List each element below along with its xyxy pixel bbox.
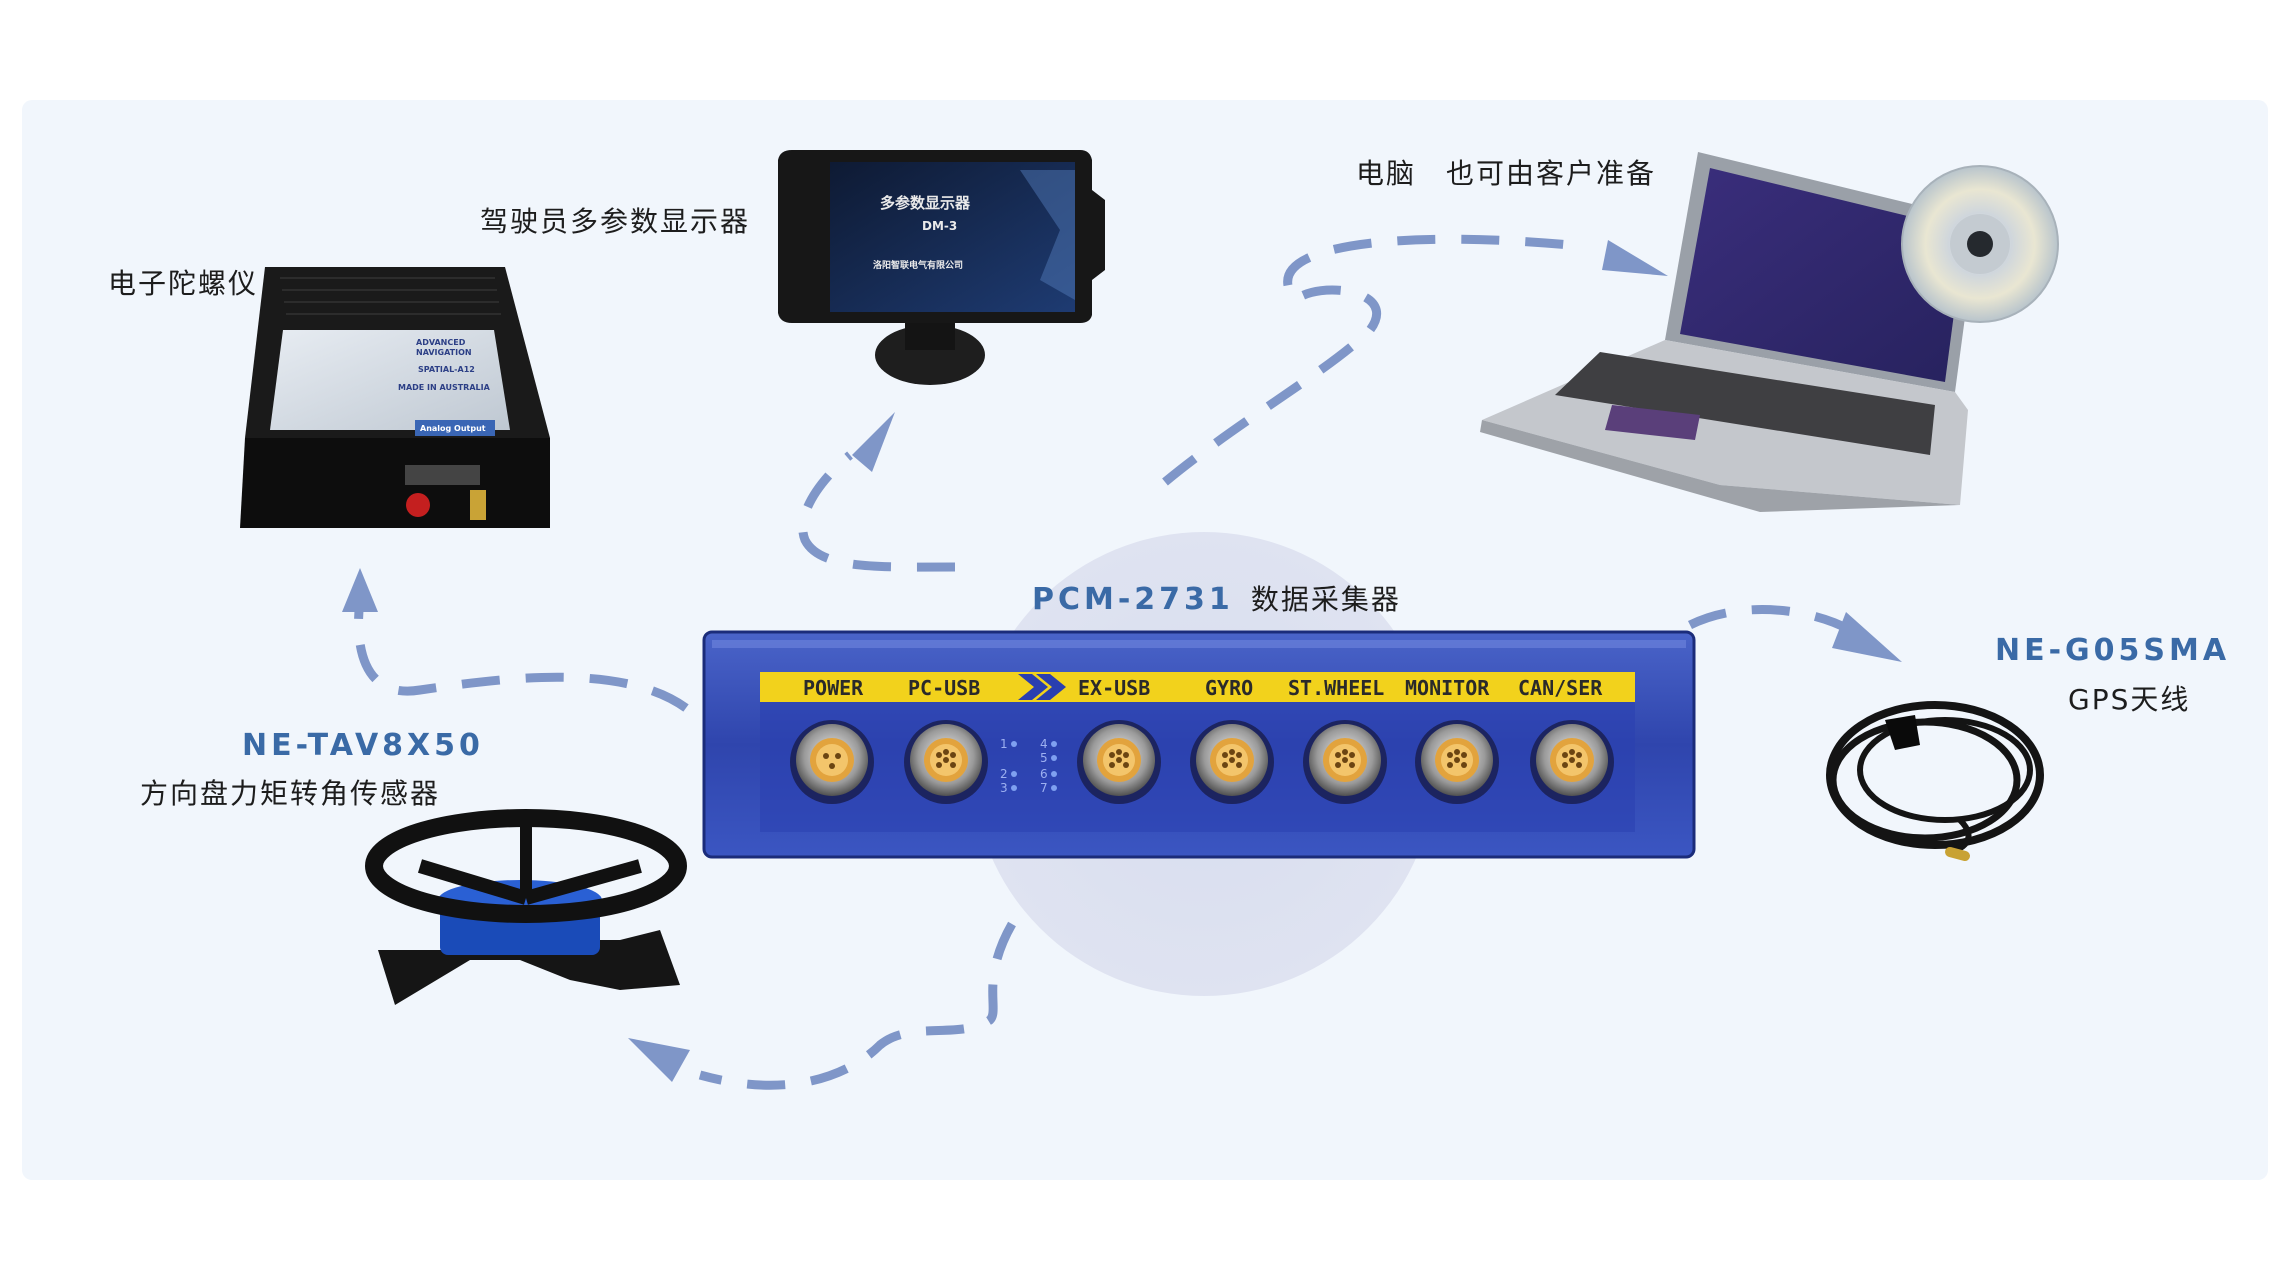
arrow-to-display bbox=[1162, 234, 1581, 486]
gps-antenna-device bbox=[1826, 701, 2044, 861]
arrow-heads bbox=[342, 240, 1902, 1082]
led-dot-2 bbox=[1011, 771, 1017, 777]
led-dot-4 bbox=[1051, 741, 1057, 747]
chevron-icon bbox=[1018, 674, 1066, 700]
led-number-4: 4 bbox=[1040, 737, 1048, 751]
connector-7 bbox=[1530, 720, 1614, 804]
led-dot-5 bbox=[1051, 755, 1057, 761]
driver-display-device bbox=[778, 150, 1105, 385]
led-number-1: 1 bbox=[1000, 737, 1008, 751]
led-dot-1 bbox=[1011, 741, 1017, 747]
center-device-model: PCM-2731 bbox=[1032, 582, 1234, 617]
laptop-device bbox=[1480, 152, 1978, 512]
gyro-brand-line2: NAVIGATION bbox=[416, 348, 472, 357]
led-number-3: 3 bbox=[1000, 781, 1008, 795]
arrow-to-steering bbox=[698, 921, 1016, 1090]
center-device-name: 数据采集器 bbox=[1250, 583, 1401, 616]
connector-6 bbox=[1415, 720, 1499, 804]
cd-disc bbox=[1901, 165, 2059, 323]
connector-4 bbox=[1190, 720, 1274, 804]
steering-model: NE-TAV8X50 bbox=[242, 728, 484, 763]
arrow-to-gyro-line bbox=[354, 599, 689, 712]
screen-title: 多参数显示器 bbox=[880, 194, 971, 212]
connectors bbox=[790, 720, 1614, 804]
screen-footer: 洛阳智联电气有限公司 bbox=[873, 259, 963, 271]
arrow-to-display-lower bbox=[798, 451, 956, 572]
port-label-st-wheel: ST.WHEEL bbox=[1288, 676, 1384, 700]
led-number-6: 6 bbox=[1040, 767, 1048, 781]
arrowhead-display bbox=[852, 412, 895, 472]
port-label-pc-usb: PC-USB bbox=[908, 676, 980, 700]
port-label-monitor: MONITOR bbox=[1405, 676, 1490, 700]
arrowhead-steering bbox=[628, 1038, 690, 1082]
led-number-7: 7 bbox=[1040, 781, 1048, 795]
screen-model: DM-3 bbox=[922, 219, 957, 233]
display-label: 驾驶员多参数显示器 bbox=[480, 205, 751, 238]
led-numbers: 1 23 45 67 bbox=[1000, 737, 1057, 795]
gyro-origin: MADE IN AUSTRALIA bbox=[398, 383, 491, 392]
arrowhead-computer bbox=[1602, 240, 1668, 276]
port-label-gyro: GYRO bbox=[1205, 676, 1253, 700]
connection-arrows bbox=[354, 234, 1853, 1090]
arrowhead-gyro bbox=[342, 568, 378, 612]
led-dot-7 bbox=[1051, 785, 1057, 791]
led-number-5: 5 bbox=[1040, 751, 1048, 765]
gps-model: NE-G05SMA bbox=[1995, 633, 2231, 668]
led-dot-6 bbox=[1051, 771, 1057, 777]
gyro-output-label: Analog Output bbox=[420, 424, 486, 433]
pcm-2731-device: POWER PC-USB EX-USB GYRO ST.WHEEL MONITOR CAN/… bbox=[702, 630, 1696, 859]
arrowhead-gps bbox=[1832, 612, 1902, 662]
port-label-power: POWER bbox=[803, 676, 864, 700]
gyro-panel-texts: ADVANCED NAVIGATION SPATIAL-A12 MADE IN … bbox=[398, 338, 491, 433]
port-label-can-ser: CAN/SER bbox=[1518, 676, 1603, 700]
center-device-title: PCM-2731 数据采集器 bbox=[1032, 578, 1401, 618]
gps-puck bbox=[1885, 715, 1920, 750]
electronic-gyro-device bbox=[240, 267, 550, 528]
steering-label: 方向盘力矩转角传感器 bbox=[140, 777, 441, 810]
gyro-brand-line1: ADVANCED bbox=[416, 338, 466, 347]
port-labels: POWER PC-USB EX-USB GYRO ST.WHEEL MONITOR CAN/… bbox=[803, 676, 1603, 700]
connector-3 bbox=[1077, 720, 1161, 804]
gyro-label: 电子陀螺仪 bbox=[108, 267, 259, 300]
arrow-to-gps bbox=[1687, 605, 1853, 634]
steering-sensor-device bbox=[365, 809, 687, 1005]
display-screen-texts: 多参数显示器 DM-3 洛阳智联电气有限公司 bbox=[873, 194, 971, 271]
led-number-2: 2 bbox=[1000, 767, 1008, 781]
computer-label: 电脑 也可由客户准备 bbox=[1356, 157, 1657, 190]
gyro-model: SPATIAL-A12 bbox=[418, 365, 475, 374]
connector-5 bbox=[1303, 720, 1387, 804]
gps-label: GPS天线 bbox=[2068, 683, 2191, 716]
connector-1 bbox=[790, 720, 874, 804]
port-label-ex-usb: EX-USB bbox=[1078, 676, 1150, 700]
led-dot-3 bbox=[1011, 785, 1017, 791]
connector-2 bbox=[904, 720, 988, 804]
